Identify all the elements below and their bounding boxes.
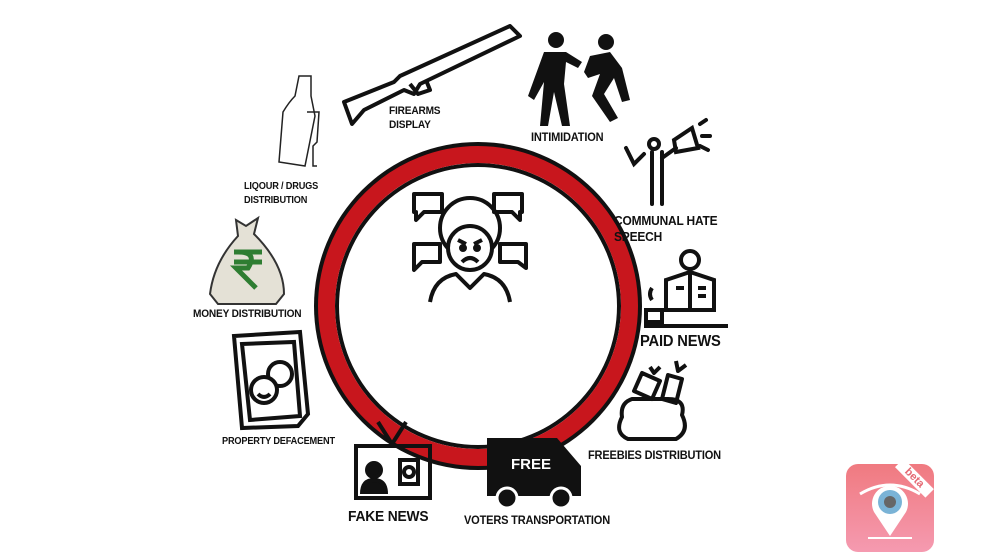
label-freebies: FREEBIES DISTRIBUTION (588, 448, 721, 462)
label-intimidation: INTIMIDATION (531, 130, 604, 144)
bottle-glass-icon (278, 75, 320, 167)
fighting-people-icon (528, 32, 630, 126)
eye-location-pin-icon (859, 483, 921, 539)
rupee-bag-icon (208, 215, 286, 305)
truck-text: FREE (511, 456, 552, 473)
newspaper-reader-icon (644, 249, 728, 328)
megaphone-person-icon (624, 118, 712, 206)
beta-app-badge[interactable]: beta (846, 464, 934, 552)
label-property: PROPERTY DEFACEMENT (222, 436, 335, 447)
truck-icon: FREE (487, 438, 583, 510)
label-paid-news: PAID NEWS (640, 333, 721, 350)
gift-sack-icon (617, 360, 688, 441)
label-voters-transportation: VOTERS TRANSPORTATION (464, 513, 611, 527)
angry-person-speech-bubbles-icon (412, 192, 528, 303)
label-money: MONEY DISTRIBUTION (193, 308, 302, 320)
television-icon (354, 420, 432, 500)
poster-masks-icon (231, 329, 311, 431)
label-fake-news: FAKE NEWS (348, 508, 429, 525)
rifle-icon (342, 24, 522, 126)
